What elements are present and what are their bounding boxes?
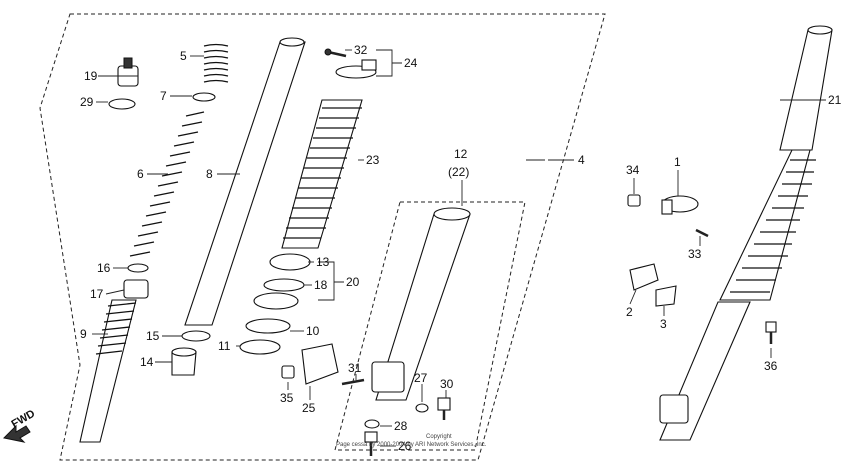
part-16-piston-ring xyxy=(127,263,149,273)
label-13: 13 xyxy=(316,255,330,269)
part-14-guide-bushing xyxy=(171,347,197,376)
part-29-o-ring xyxy=(108,98,136,110)
label-21: 21 xyxy=(828,93,842,107)
part-13-dust-seal xyxy=(269,253,311,271)
label-34: 34 xyxy=(626,163,640,177)
part-32-screw xyxy=(324,48,347,58)
part-11-fork-slider-bushing xyxy=(239,339,281,355)
part-35-nut xyxy=(281,365,295,379)
part-21-complete-fork-assembly xyxy=(659,25,833,441)
part-9-damper-rod xyxy=(79,299,137,443)
label-16: 16 xyxy=(97,261,111,275)
fwd-arrow-icon xyxy=(2,424,31,443)
label-26: 26 xyxy=(398,439,412,453)
part-8-fork-tube xyxy=(184,37,306,326)
label-15: 15 xyxy=(146,329,160,343)
label-23: 23 xyxy=(366,153,380,167)
part-2-bracket xyxy=(629,263,659,291)
label-20: 20 xyxy=(346,275,360,289)
part-18-stopper-ring xyxy=(263,278,305,292)
label-5: 5 xyxy=(180,49,187,63)
label-32: 32 xyxy=(354,43,368,57)
label-30: 30 xyxy=(440,377,454,391)
part-25-bracket xyxy=(301,343,339,385)
part-20-oil-seal xyxy=(253,292,299,310)
part-number-labels: 5 19 29 7 6 8 16 17 9 15 14 11 10 13 18 … xyxy=(80,43,842,453)
label-27: 27 xyxy=(414,371,428,385)
fwd-indicator: FWD xyxy=(2,408,37,443)
part-19-fork-cap xyxy=(117,57,139,87)
part-34-nut xyxy=(627,194,641,207)
label-1: 1 xyxy=(674,155,681,169)
part-26-socket-bolt xyxy=(364,431,378,456)
label-10: 10 xyxy=(306,324,320,338)
part-17-rebound-spring-seat xyxy=(123,279,149,299)
label-14: 14 xyxy=(140,355,154,369)
label-33: 33 xyxy=(688,247,702,261)
label-7: 7 xyxy=(160,89,167,103)
part-3-bracket xyxy=(655,285,677,307)
part-30-drain-bolt xyxy=(437,397,451,420)
part-31-bolt xyxy=(341,378,365,386)
part-5-spring xyxy=(203,43,229,83)
part-27-washer xyxy=(415,403,429,413)
label-28: 28 xyxy=(394,419,408,433)
part-10-back-up-ring xyxy=(245,318,291,334)
leader-lines xyxy=(92,49,826,447)
copyright-line-1: Copyright xyxy=(426,434,452,440)
part-1-fork-clamp xyxy=(661,195,699,215)
part-33-bolt xyxy=(695,228,709,238)
label-25: 25 xyxy=(302,401,316,415)
assembly-outline xyxy=(39,13,606,461)
copyright-line-2: Page cessa by 2000-2004 by ARI Network S… xyxy=(336,442,487,448)
part-23-fork-boot xyxy=(281,99,363,249)
label-31: 31 xyxy=(348,361,362,375)
label-4: 4 xyxy=(578,153,585,167)
label-18: 18 xyxy=(314,278,328,292)
label-2: 2 xyxy=(626,305,633,319)
part-7-spring-seat xyxy=(192,92,216,102)
label-9: 9 xyxy=(80,327,87,341)
part-28-washer xyxy=(364,419,380,429)
label-6: 6 xyxy=(137,167,144,181)
label-12: 12 xyxy=(454,147,468,161)
label-22: (22) xyxy=(448,165,469,179)
part-36-bolt xyxy=(765,321,777,344)
label-3: 3 xyxy=(660,317,667,331)
label-24: 24 xyxy=(404,56,418,70)
part-6-fork-spring xyxy=(129,111,205,257)
label-19: 19 xyxy=(84,69,98,83)
part-15-slide-bushing xyxy=(181,330,211,342)
label-11: 11 xyxy=(218,339,231,353)
part-12-fork-slider xyxy=(371,207,471,401)
label-8: 8 xyxy=(206,167,213,181)
label-35: 35 xyxy=(280,391,294,405)
label-17: 17 xyxy=(90,287,104,301)
label-29: 29 xyxy=(80,95,94,109)
part-24-boot-clamp xyxy=(335,59,377,79)
label-36: 36 xyxy=(764,359,778,373)
subassembly-outline xyxy=(334,201,526,451)
